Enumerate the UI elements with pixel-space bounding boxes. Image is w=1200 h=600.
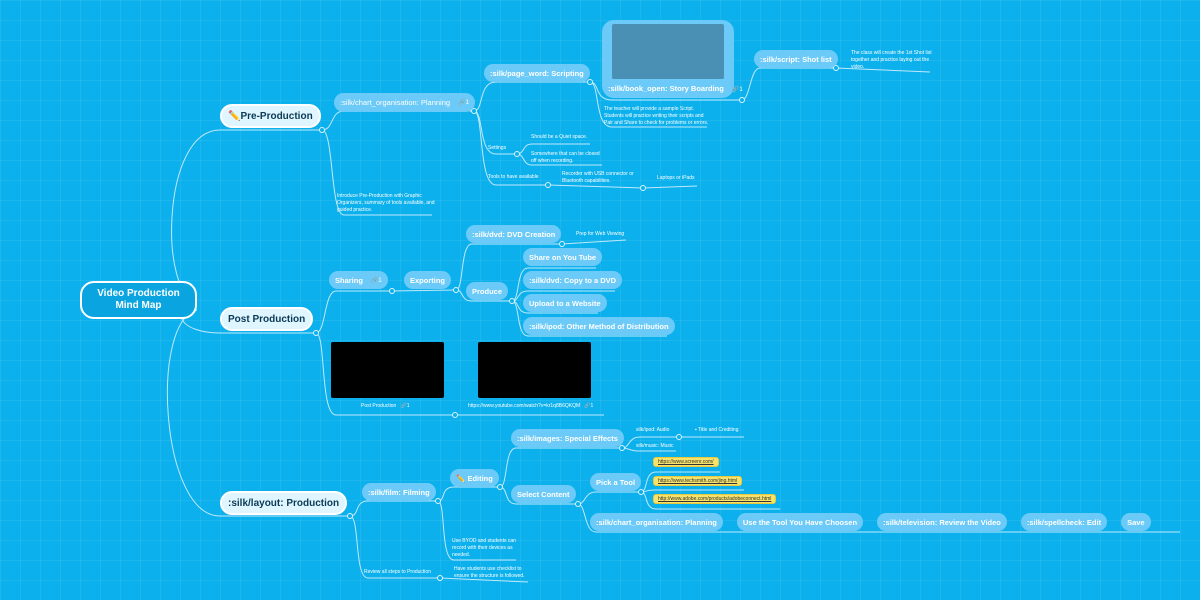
root-node[interactable]: Video Production Mind Map [80, 281, 197, 319]
pick-tool-node[interactable]: Pick a Tool [590, 473, 642, 491]
process-chain: :silk/chart_organisation: Planning Use t… [590, 513, 1151, 531]
script-note: The teacher will provide a sample Script… [604, 106, 709, 126]
title-crediting-item: ▪ Title and Crediting [695, 427, 739, 433]
tool-link[interactable]: https://www.techsmith.com/jing.html [653, 476, 743, 486]
chain-node-use-tool[interactable]: Use the Tool You Have Choosen [736, 513, 864, 531]
storyboard-image [612, 24, 724, 79]
produce-item[interactable]: :silk/ipod: Other Method of Distribution [523, 317, 675, 335]
attachment-icon[interactable]: 🔗1 [370, 277, 382, 284]
produce-item[interactable]: Upload to a Website [523, 294, 607, 312]
intro-note: Introduce Pre-Production with Graphic Or… [337, 193, 435, 213]
chain-node-planning[interactable]: :silk/chart_organisation: Planning [590, 513, 723, 531]
attachment-icon[interactable]: 🔗1 [731, 87, 743, 93]
youtube-link[interactable]: https://www.youtube.com/watch?v=kr1q8B6Q… [468, 403, 581, 409]
video-caption: https://www.youtube.com/watch?v=kr1q8B6Q… [468, 403, 594, 409]
attachment-icon[interactable]: 🔗1 [458, 100, 469, 106]
node-label: :silk/chart_organisation: Planning [340, 98, 451, 107]
pencil-icon: ✏️ [228, 110, 241, 122]
story-boarding-node[interactable]: :silk/book_open: Story Boarding 🔗1 [602, 20, 743, 98]
sharing-node[interactable]: Sharing 🔗1 [329, 271, 388, 289]
editing-node[interactable]: ✏️ Editing [450, 469, 499, 487]
video-caption: Post Production 🔗1 [361, 403, 410, 409]
node-label: Sharing [335, 275, 363, 285]
exporting-node[interactable]: Exporting [404, 271, 451, 289]
attachment-count: 1 [739, 87, 743, 93]
post-production-node[interactable]: Post Production [220, 307, 314, 331]
attachment-count: 1 [465, 100, 469, 106]
attachment-count: 1 [406, 403, 410, 409]
planning-node[interactable]: :silk/chart_organisation: Planning 🔗1 [334, 93, 475, 112]
caption-text: Post Production [361, 403, 397, 409]
node-label: Editing [467, 473, 493, 483]
chain-node-review[interactable]: :silk/television: Review the Video [877, 513, 1007, 531]
item-text: Title and Crediting [698, 427, 739, 433]
node-label: Pre-Production [240, 110, 313, 122]
node-label: :silk/book_open: Story Boarding [608, 84, 724, 93]
produce-item[interactable]: Share on You Tube [523, 248, 603, 266]
attachment-count: 1 [590, 403, 594, 409]
special-effects-node[interactable]: :silk/images: Special Effects [511, 429, 624, 447]
tool-link[interactable]: https://www.screenr.com/ [653, 457, 719, 467]
scripting-node[interactable]: :silk/page_word: Scripting [484, 64, 590, 82]
dvd-note: Prep for Web Viewing [576, 231, 625, 237]
shot-list-note: The class will create the 1st Shot list … [851, 50, 932, 70]
tools-item: Recorder with USB connector or Bluetooth… [562, 171, 634, 184]
settings-label: Settings [488, 145, 507, 151]
settings-item: Somewhere that can be closed off when re… [531, 151, 600, 164]
byod-note: Use BYOD and students can record with th… [452, 538, 516, 558]
attachment-count: 1 [378, 277, 382, 284]
tools-label: Tools to have available [488, 174, 539, 180]
pre-production-node[interactable]: ✏️Pre-Production [220, 104, 321, 128]
music-item: silk/music: Music [636, 443, 674, 449]
select-content-node[interactable]: Select Content [511, 485, 576, 503]
review-note: Review all steps to Production [364, 569, 431, 575]
pencil-icon: ✏️ [456, 473, 466, 483]
shot-list-node[interactable]: :silk/script: Shot list [754, 50, 838, 68]
video-thumbnail[interactable] [331, 342, 444, 398]
produce-item[interactable]: :silk/dvd: Copy to a DVD [523, 271, 623, 289]
production-node[interactable]: :silk/layout: Production [220, 491, 348, 515]
produce-node[interactable]: Produce [466, 282, 509, 300]
tools-sub-item: Laptops or iPads [657, 175, 695, 181]
video-thumbnail[interactable] [478, 342, 591, 398]
chain-node-edit[interactable]: :silk/spellcheck: Edit [1020, 513, 1108, 531]
settings-item: Should be a Quiet space. [531, 134, 588, 140]
filming-node[interactable]: :silk/film: Filming [362, 483, 436, 501]
chain-node-save[interactable]: Save [1121, 513, 1151, 531]
dvd-creation-node[interactable]: :silk/dvd: DVD Creation [466, 225, 562, 243]
audio-item: silk/ipod: Audio [636, 427, 670, 433]
checklist-note: Have students use checklist to ensure th… [454, 566, 525, 579]
tool-link[interactable]: http://www.adobe.com/products/adobeconne… [653, 494, 777, 504]
